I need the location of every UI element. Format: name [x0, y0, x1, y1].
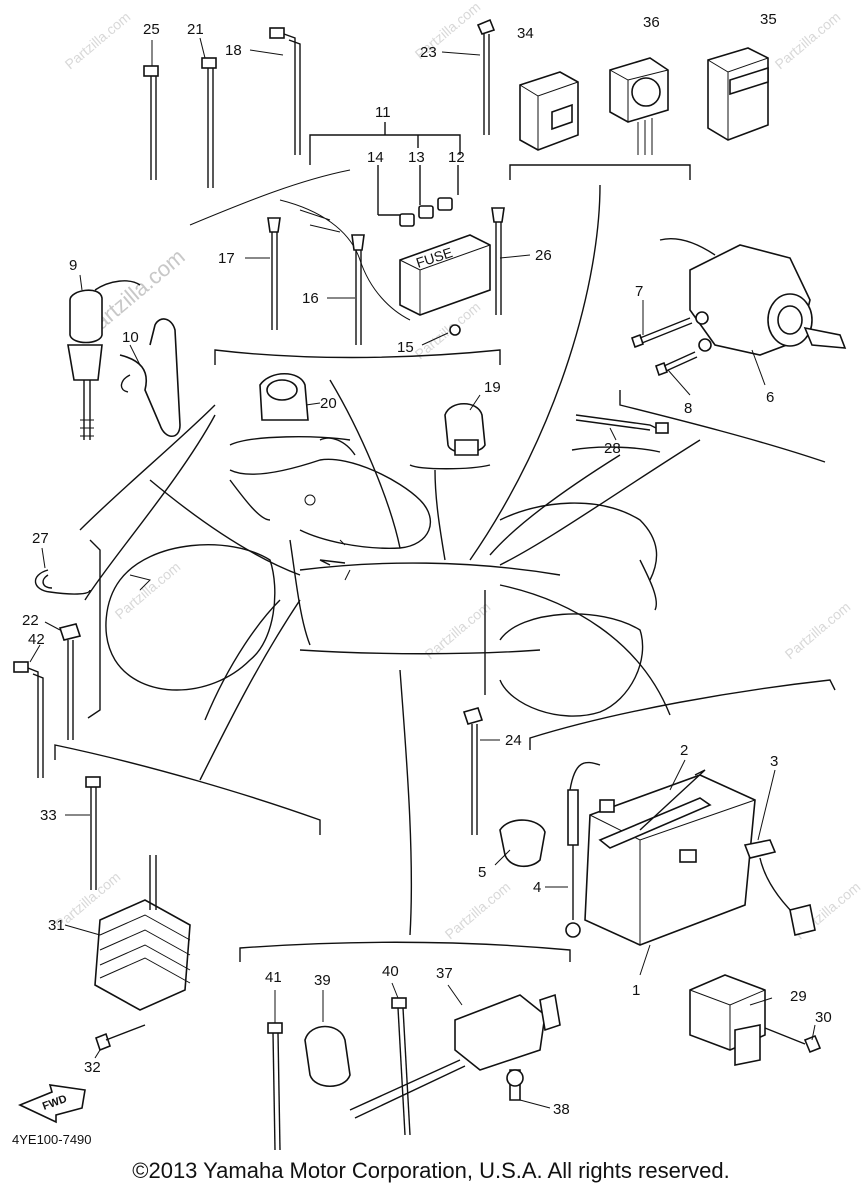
watermark: Partzilla.com: [772, 9, 844, 73]
callout-31: 31: [48, 917, 65, 934]
motorcycle-outline: [105, 437, 658, 717]
callout-23: 23: [420, 44, 437, 61]
relays: [519, 47, 769, 155]
callout-9: 9: [69, 257, 77, 274]
callout-22: 22: [22, 612, 39, 629]
callout-numbers: 25 21 18 23 34 36 35 11 14 13 12 17 16 2…: [22, 11, 832, 1118]
callout-12: 12: [448, 149, 465, 166]
callout-11: 11: [375, 104, 391, 121]
relay-29: [689, 974, 822, 1066]
cable-ties: [13, 18, 669, 1151]
callout-2: 2: [680, 742, 688, 759]
callout-42: 42: [28, 631, 45, 648]
leader-lines: [84, 184, 701, 936]
callout-10: 10: [122, 329, 139, 346]
callout-34: 34: [517, 25, 534, 42]
callout-26: 26: [535, 247, 552, 264]
callout-27: 27: [32, 530, 49, 547]
callout-32: 32: [84, 1059, 101, 1076]
watermark: Partzilla.com: [782, 599, 854, 663]
sensor-9: [67, 280, 181, 440]
callout-4: 4: [533, 879, 541, 896]
diagram-code: 4YE100-7490: [12, 1132, 92, 1147]
callout-28: 28: [604, 440, 621, 457]
callout-16: 16: [302, 290, 319, 307]
callout-25: 25: [143, 21, 160, 38]
callout-3: 3: [770, 753, 778, 770]
callout-29: 29: [790, 988, 807, 1005]
callout-39: 39: [314, 972, 331, 989]
callout-leaders: [29, 37, 816, 1109]
callout-14: 14: [367, 149, 384, 166]
ignition-switch: [630, 238, 847, 377]
callout-1: 1: [632, 982, 640, 999]
callout-24: 24: [505, 732, 522, 749]
clamps: [259, 372, 486, 456]
callout-15: 15: [397, 339, 414, 356]
callout-35: 35: [760, 11, 777, 28]
watermark: Partzilla.com: [62, 9, 134, 73]
callout-36: 36: [643, 14, 660, 31]
callout-41: 41: [265, 969, 282, 986]
rectifier: [94, 855, 191, 1052]
copyright-notice: ©2013 Yamaha Motor Corporation, U.S.A. A…: [132, 1158, 730, 1183]
fwd-arrow: FWD: [18, 1084, 86, 1124]
callout-17: 17: [218, 250, 235, 267]
callout-18: 18: [225, 42, 242, 59]
watermark: Partzilla.com: [112, 559, 184, 623]
callout-6: 6: [766, 389, 774, 406]
callout-33: 33: [40, 807, 57, 824]
callout-38: 38: [553, 1101, 570, 1118]
battery: [499, 761, 816, 946]
fuse-group: FUSE: [189, 122, 491, 336]
callout-21: 21: [187, 21, 204, 38]
callout-20: 20: [320, 395, 337, 412]
callout-30: 30: [815, 1009, 832, 1026]
callout-13: 13: [408, 149, 425, 166]
callout-40: 40: [382, 963, 399, 980]
callout-7: 7: [635, 283, 643, 300]
callout-37: 37: [436, 965, 453, 982]
watermark: Partzilla.com: [442, 879, 514, 943]
callout-8: 8: [684, 400, 692, 417]
callout-19: 19: [484, 379, 501, 396]
callout-5: 5: [478, 864, 486, 881]
sensor-37: [304, 993, 561, 1119]
